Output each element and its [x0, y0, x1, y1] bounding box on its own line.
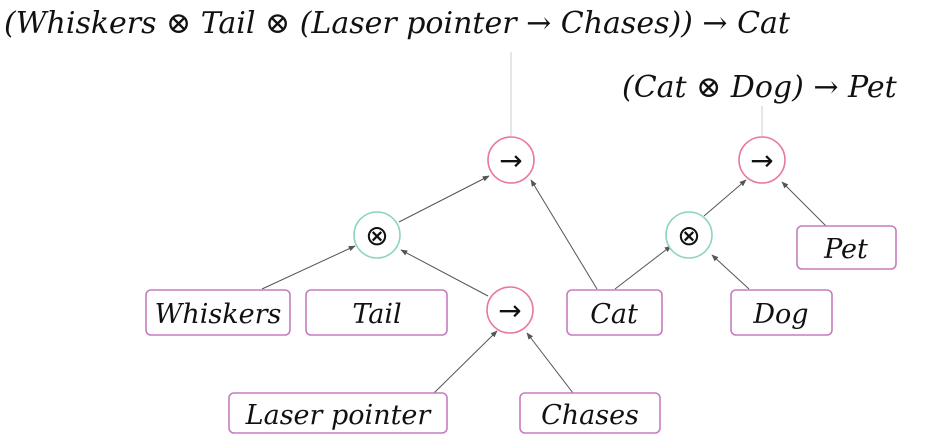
edge-cat-to-implies1	[530, 179, 598, 290]
leaf-pet: Pet	[796, 225, 897, 270]
formula-right: (Cat ⊗ Dog) → Pet	[622, 70, 898, 105]
implies-node-right: →	[738, 136, 786, 184]
implies-node-top: →	[487, 136, 535, 184]
leaf-chases: Chases	[519, 392, 661, 434]
edge-tensor2-to-implies2	[703, 179, 747, 217]
implies-symbol: →	[499, 144, 522, 177]
tensor-node-right: ⊗	[665, 211, 713, 259]
tensor-node-left: ⊗	[353, 211, 401, 259]
edge-cat-to-tensor2	[614, 245, 672, 290]
implies-node-lower: →	[486, 286, 534, 334]
leaf-label: Laser pointer	[245, 400, 433, 431]
implies-symbol: →	[498, 294, 521, 327]
leaf-label: Whiskers	[155, 299, 282, 330]
edge-chases-to-implies3	[526, 332, 574, 394]
edge-whiskers-to-tensor1	[261, 245, 356, 290]
leaf-label: Cat	[590, 299, 638, 330]
leaf-tail: Tail	[305, 289, 448, 336]
implies-symbol: →	[750, 144, 773, 177]
formula-top: (Whiskers ⊗ Tail ⊗ (Laser pointer → Chas…	[4, 6, 791, 41]
edge-tensor1-to-implies1	[398, 175, 490, 223]
edge-dog-to-tensor2	[711, 254, 750, 290]
leaf-cat: Cat	[566, 289, 663, 336]
leaf-label: Dog	[752, 299, 808, 330]
edge-implies3-to-tensor1	[400, 249, 489, 297]
leaf-label: Chases	[541, 400, 639, 431]
tensor-symbol: ⊗	[365, 219, 388, 252]
leaf-label: Tail	[352, 299, 401, 330]
leaf-laser-pointer: Laser pointer	[228, 392, 448, 434]
edge-pet-to-implies2	[781, 181, 827, 227]
leaf-dog: Dog	[730, 289, 833, 336]
leaf-label: Pet	[823, 234, 868, 265]
leaf-whiskers: Whiskers	[145, 289, 291, 336]
edge-laser-to-implies3	[433, 330, 498, 394]
tensor-symbol: ⊗	[677, 219, 700, 252]
